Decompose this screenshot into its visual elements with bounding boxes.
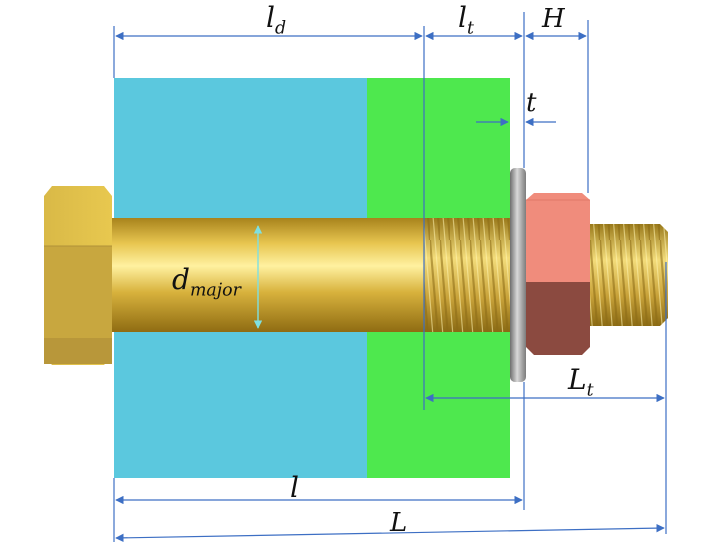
upper-member bbox=[114, 78, 367, 478]
label-lt: lt bbox=[458, 1, 474, 39]
nut bbox=[526, 193, 590, 355]
lower-member bbox=[367, 78, 510, 478]
label-l: l bbox=[290, 471, 299, 504]
washer bbox=[510, 168, 526, 382]
bolt-shank bbox=[112, 218, 424, 332]
bolt-threads-engaged bbox=[424, 218, 510, 332]
dim-L bbox=[115, 523, 665, 543]
label-Lt: Lt bbox=[568, 363, 594, 401]
label-H: H bbox=[542, 4, 565, 34]
bolt-threads-protruding bbox=[590, 224, 668, 326]
label-ld: ld bbox=[266, 1, 287, 39]
label-t: t bbox=[526, 88, 537, 118]
dimension-lines bbox=[115, 31, 665, 543]
extension-lines bbox=[113, 12, 667, 542]
label-L: L bbox=[390, 508, 408, 538]
label-dmajor: dmajor bbox=[172, 263, 241, 301]
bolt-head bbox=[44, 186, 112, 365]
